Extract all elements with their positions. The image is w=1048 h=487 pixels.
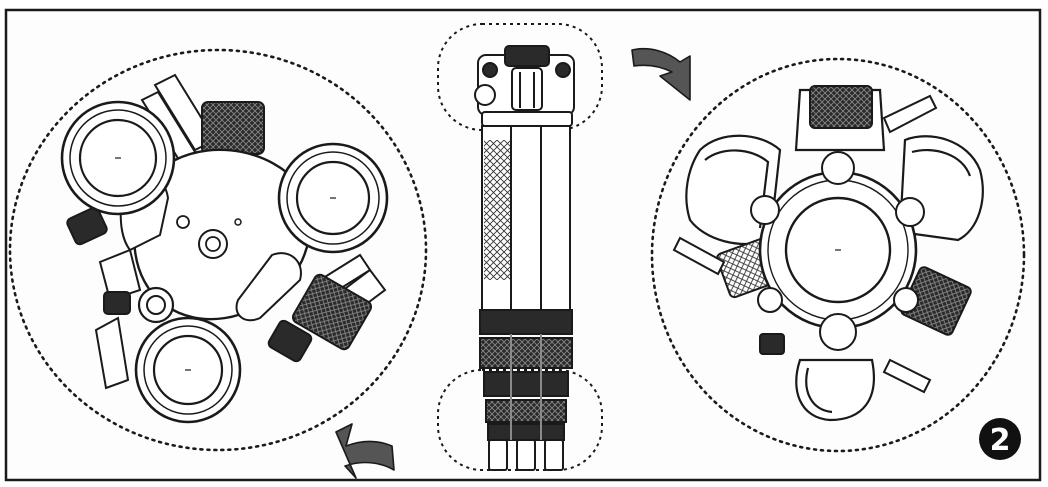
leg-locks	[479, 309, 573, 441]
knurled-knob	[809, 85, 873, 129]
step-number-badge: 2	[979, 418, 1021, 460]
knurled-knob	[291, 273, 373, 351]
hub-bumps	[750, 151, 925, 351]
knurled-knob	[759, 333, 785, 355]
dotted-circle-highlight	[8, 48, 428, 452]
dotted-circle-highlight	[650, 57, 1026, 453]
folded-legs	[481, 125, 571, 311]
screw	[176, 215, 190, 229]
leg-feet	[488, 439, 564, 471]
dashed-highlight-top	[437, 23, 603, 131]
rubber-foot	[60, 100, 176, 216]
rubber-foot	[277, 142, 389, 254]
rubber-foot	[134, 316, 242, 424]
ball-head	[474, 45, 575, 127]
knurled-knob	[103, 291, 131, 315]
left-panel-tripod-bottom-view	[8, 48, 428, 452]
knurled-knob	[267, 319, 313, 363]
center-panel-tripod-folded	[437, 23, 603, 471]
right-panel-tripod-top-view	[650, 57, 1026, 453]
knurled-knob	[66, 206, 108, 246]
rotate-arrow-icon	[631, 47, 691, 101]
rotate-arrow-icon	[335, 423, 395, 479]
dashed-highlight-bottom	[437, 369, 603, 471]
step-number-label: 2	[990, 423, 1011, 458]
lever-tubes	[672, 94, 938, 394]
knurled-knob	[201, 101, 265, 155]
